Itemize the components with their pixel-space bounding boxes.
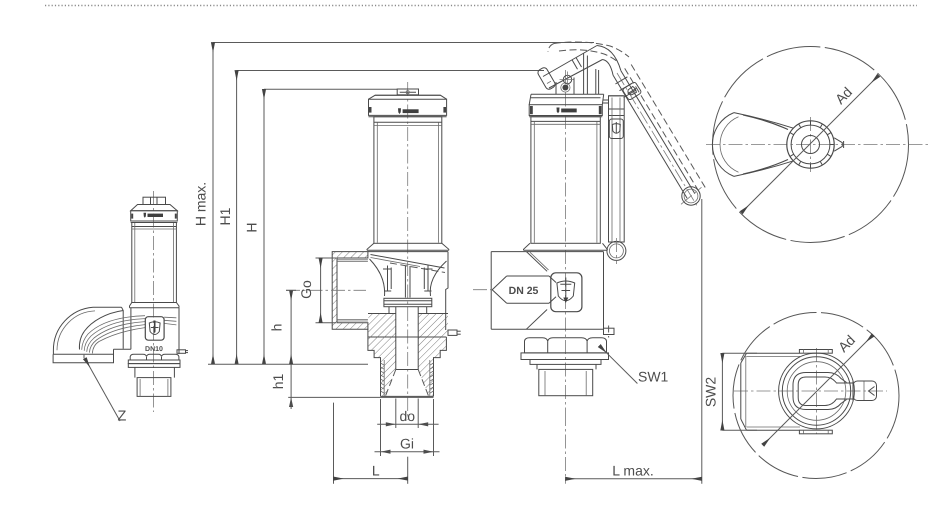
svg-text:Go: Go <box>298 280 314 299</box>
svg-text:Gi: Gi <box>400 435 414 451</box>
svg-text:Z: Z <box>117 409 126 425</box>
svg-text:SW2: SW2 <box>703 377 719 408</box>
svg-text:H max.: H max. <box>193 182 209 226</box>
svg-text:DN 25: DN 25 <box>509 285 539 297</box>
svg-text:h: h <box>269 324 285 332</box>
svg-text:h1: h1 <box>270 374 286 390</box>
svg-text:L: L <box>372 462 380 478</box>
svg-text:SW1: SW1 <box>638 369 669 385</box>
svg-text:L max.: L max. <box>612 462 654 478</box>
svg-text:H1: H1 <box>217 207 233 225</box>
svg-text:H: H <box>244 222 260 232</box>
svg-text:DN10: DN10 <box>145 346 163 353</box>
svg-text:do: do <box>400 408 416 424</box>
